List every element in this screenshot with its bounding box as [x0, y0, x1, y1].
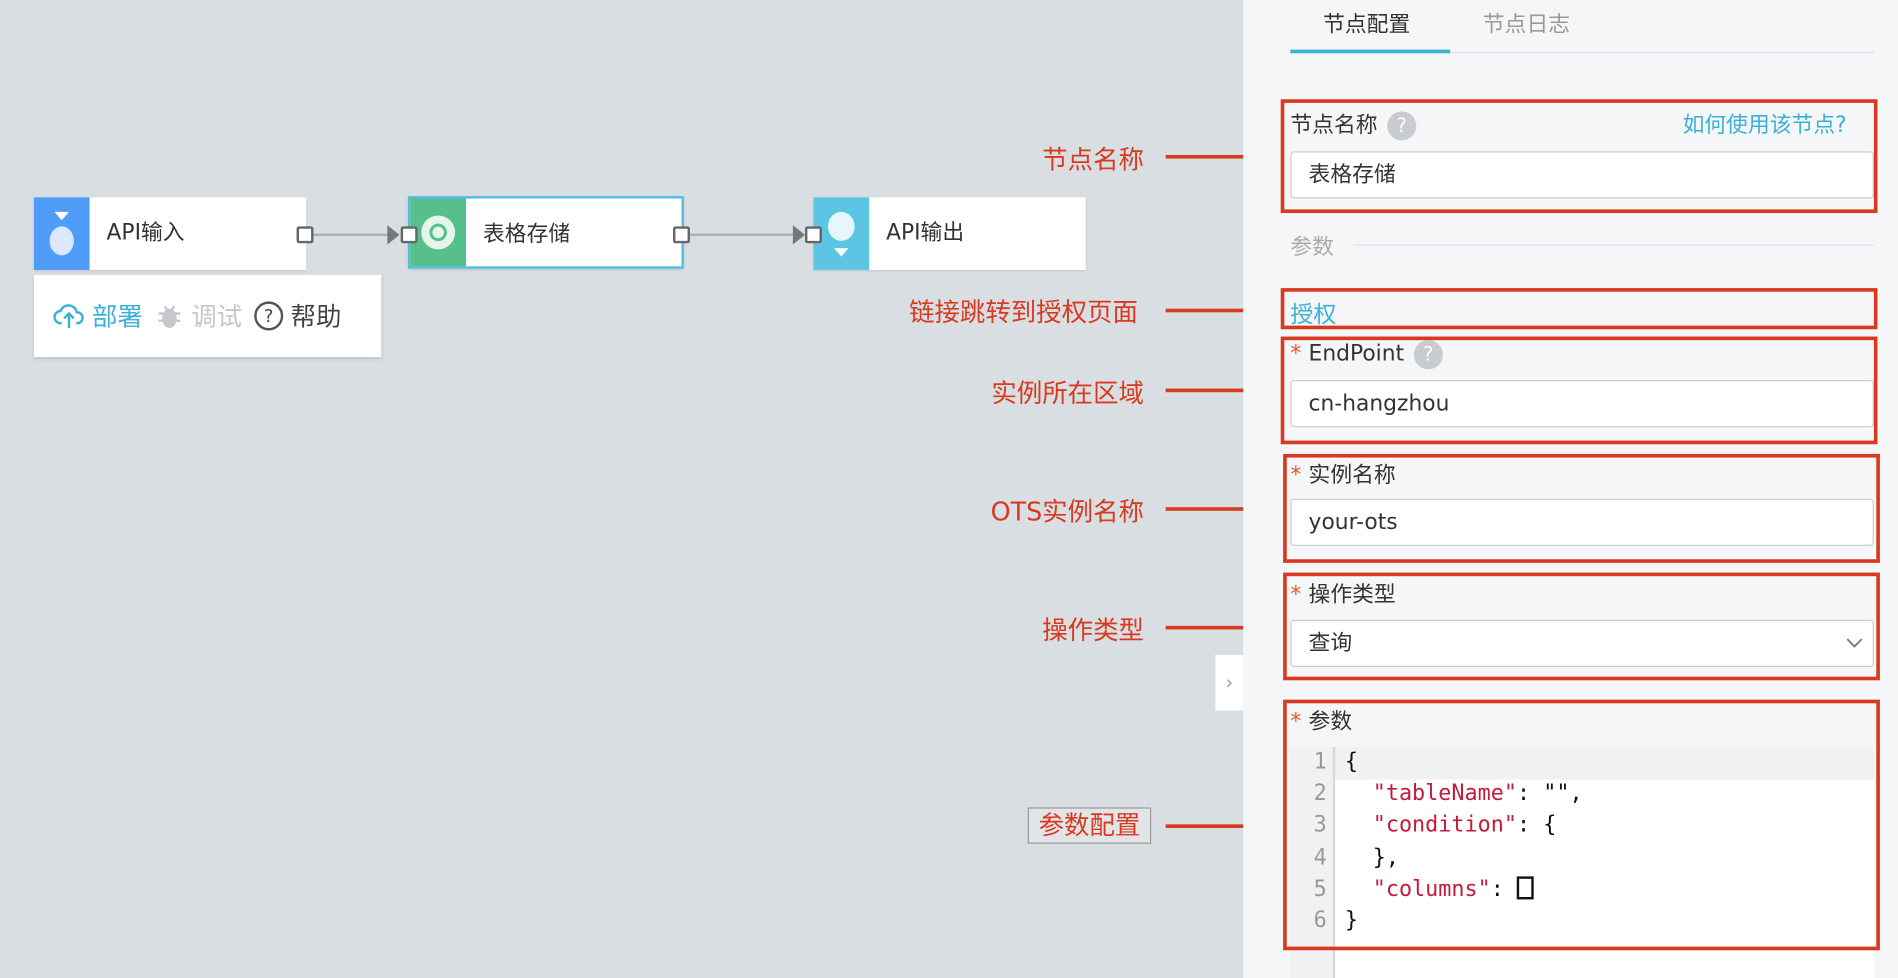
tab-node-log[interactable]: 节点日志	[1482, 12, 1571, 38]
annotation-region: 实例所在区域	[991, 378, 1144, 408]
code-line: {	[1344, 749, 1358, 775]
code-line: "tableName": "",	[1372, 780, 1583, 807]
cloud-upload-icon	[53, 304, 84, 329]
line-number: 6	[1313, 907, 1327, 934]
collapse-panel-toggle[interactable]: ›	[1215, 654, 1244, 711]
debug-button[interactable]: 调试	[155, 298, 242, 334]
operation-type-select[interactable]: 查询	[1290, 619, 1874, 667]
arrow-icon	[387, 225, 400, 245]
node-name-input[interactable]: 表格存储	[1290, 151, 1874, 199]
highlight-box	[1283, 572, 1880, 681]
how-to-use-link[interactable]: 如何使用该节点?	[1682, 112, 1847, 138]
code-line: },	[1372, 844, 1399, 871]
output-node-icon	[813, 197, 870, 270]
annotation-arrow	[1165, 813, 1273, 838]
annotation-arrow	[1165, 297, 1273, 322]
node-api-output[interactable]: API输出	[813, 197, 1086, 270]
tab-node-config[interactable]: 节点配置	[1323, 12, 1411, 38]
help-label: 帮助	[290, 302, 342, 332]
help-button[interactable]: ? 帮助	[254, 298, 341, 334]
deploy-button[interactable]: 部署	[53, 298, 143, 334]
json-code-editor[interactable]: 1 2 3 4 5 6 { "tableName": "", "conditio…	[1290, 746, 1874, 978]
highlight-box	[1280, 99, 1878, 214]
node-label: API输入	[106, 220, 185, 246]
line-number: 5	[1313, 876, 1327, 902]
auth-link[interactable]: 授权	[1290, 301, 1337, 329]
annotation-auth-link: 链接跳转到授权页面	[909, 297, 1138, 327]
params-divider-label: 参数	[1290, 234, 1334, 261]
chevron-down-icon	[1846, 638, 1863, 648]
divider	[1353, 244, 1874, 246]
code-line: }	[1344, 907, 1358, 934]
line-number: 2	[1313, 780, 1327, 807]
output-port[interactable]	[673, 226, 690, 244]
arrow-icon	[792, 225, 805, 245]
annotation-arrow	[1165, 377, 1273, 402]
cursor-block	[1517, 876, 1534, 900]
node-label: API输出	[886, 220, 965, 246]
active-line-highlight	[1290, 746, 1874, 780]
annotation-op-type: 操作类型	[1042, 616, 1144, 646]
deploy-label: 部署	[91, 302, 143, 332]
instance-name-input[interactable]: your-ots	[1290, 498, 1874, 546]
tab-divider	[1290, 52, 1874, 54]
highlight-box	[1280, 336, 1878, 445]
highlight-box	[1283, 699, 1880, 951]
annotation-arrow	[1165, 614, 1273, 640]
instance-name-label: *实例名称	[1290, 462, 1396, 488]
table-store-icon	[410, 198, 467, 267]
bug-icon	[158, 305, 181, 329]
line-gutter	[1290, 746, 1336, 978]
input-port[interactable]	[400, 226, 418, 244]
endpoint-input[interactable]: cn-hangzhou	[1290, 380, 1874, 428]
connection-line	[313, 233, 389, 237]
input-port[interactable]	[804, 226, 822, 244]
endpoint-label: *EndPoint?	[1290, 340, 1443, 370]
output-port[interactable]	[296, 226, 314, 244]
line-number: 4	[1313, 844, 1327, 871]
input-node-icon	[33, 197, 90, 270]
code-line: "condition": {	[1372, 812, 1557, 838]
question-circle-icon: ?	[254, 301, 284, 331]
connection-line	[689, 233, 795, 237]
highlight-box	[1283, 453, 1880, 563]
help-icon[interactable]: ?	[1387, 111, 1417, 141]
line-number: 3	[1313, 812, 1327, 838]
node-label: 表格存储	[482, 221, 571, 247]
params-label: *参数	[1290, 709, 1353, 735]
annotation-arrow	[1165, 496, 1273, 521]
debug-label: 调试	[191, 302, 243, 332]
selected-value: 查询	[1308, 630, 1353, 657]
code-line: "columns":	[1373, 876, 1534, 902]
highlight-box	[1280, 288, 1878, 330]
operation-type-label: *操作类型	[1290, 582, 1396, 608]
annotation-ots-name: OTS实例名称	[990, 497, 1144, 527]
line-number: 1	[1313, 749, 1327, 775]
annotation-arrow	[1165, 144, 1273, 169]
help-icon[interactable]: ?	[1413, 340, 1443, 370]
active-tab-indicator	[1290, 49, 1451, 54]
node-api-input[interactable]: API输入	[33, 197, 307, 270]
annotation-node-name: 节点名称	[1042, 145, 1144, 175]
node-toolbar: 部署 调试 ? 帮助	[33, 274, 382, 358]
node-name-label: 节点名称?	[1290, 108, 1417, 141]
annotation-param-config: 参数配置	[1027, 807, 1152, 844]
node-table-store[interactable]: 表格存储	[407, 196, 684, 269]
